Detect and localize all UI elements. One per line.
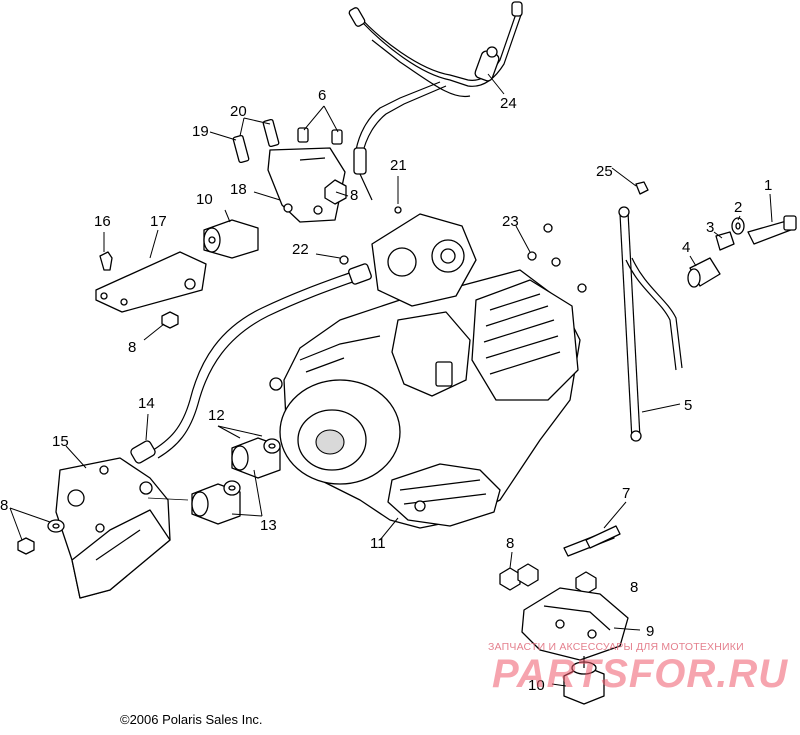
bracket-9	[521, 587, 641, 661]
tube-assembly-24	[348, 1, 523, 201]
callout-8-lower: 8	[506, 535, 515, 552]
rod-5	[611, 167, 683, 442]
callout-8-upper: 8	[350, 187, 359, 204]
callout-8-edge: 8	[0, 497, 9, 514]
watermark-logo: PARTSFOR.RU	[492, 652, 789, 696]
callout-19: 19	[192, 123, 209, 140]
nuts-23	[515, 223, 587, 293]
upper-bracket-18	[209, 105, 349, 223]
callout-7: 7	[622, 485, 631, 502]
callout-11: 11	[370, 535, 386, 552]
rubber-mount-10-lower	[551, 656, 605, 705]
callout-9: 9	[646, 623, 655, 640]
callout-6: 6	[318, 87, 327, 104]
bracket-15	[55, 445, 171, 599]
callout-16: 16	[94, 213, 111, 230]
bolts-7	[563, 501, 627, 557]
rubber-mount-10-upper	[203, 209, 259, 259]
callout-1: 1	[764, 177, 773, 194]
callout-13: 13	[260, 517, 277, 534]
copyright-text: ©2006 Polaris Sales Inc.	[120, 712, 263, 727]
callout-2: 2	[734, 199, 743, 216]
callout-5: 5	[684, 397, 693, 414]
callout-10-upper: 10	[196, 191, 213, 208]
callout-14: 14	[138, 395, 155, 412]
washer-nut-8	[9, 507, 65, 555]
hose-22-14	[130, 253, 372, 464]
plate-17	[95, 229, 207, 313]
watermark-tagline: ЗАПЧАСТИ И АКСЕССУАРЫ ДЛЯ МОТОТЕХНИКИ	[488, 641, 744, 653]
callout-8-right: 8	[630, 579, 639, 596]
callout-3: 3	[706, 219, 715, 236]
callout-18: 18	[230, 181, 247, 198]
callout-20: 20	[230, 103, 247, 120]
nut-21	[394, 176, 402, 214]
callout-4: 4	[682, 239, 691, 256]
callout-17: 17	[150, 213, 167, 230]
nut-8-left	[143, 311, 179, 341]
callout-25: 25	[596, 163, 613, 180]
bolt-set-1-4	[687, 193, 797, 288]
callout-21: 21	[390, 157, 407, 174]
callout-15: 15	[52, 433, 69, 450]
engine-11	[269, 213, 581, 541]
callout-10-lower: 10	[528, 677, 545, 694]
callout-24: 24	[500, 95, 517, 112]
callout-22: 22	[292, 241, 309, 258]
callout-23: 23	[502, 213, 519, 230]
rubber-mounts-12-13	[147, 425, 281, 525]
callout-8-left: 8	[128, 339, 137, 356]
nuts-8-lower	[499, 551, 597, 595]
callout-12: 12	[208, 407, 225, 424]
